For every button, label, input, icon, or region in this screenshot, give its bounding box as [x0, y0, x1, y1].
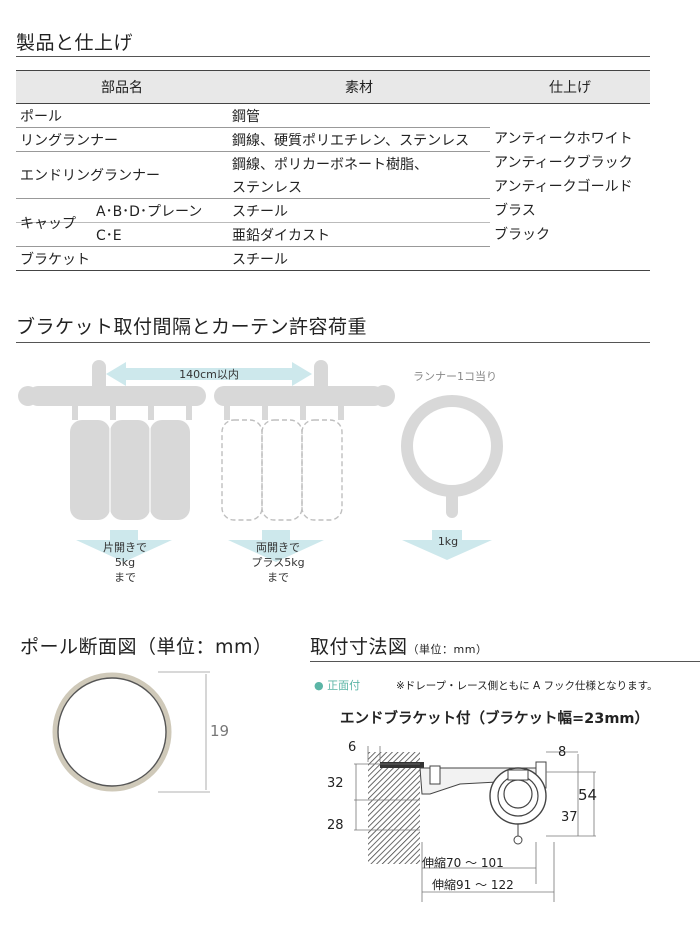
pole-section-title: ポール断面図（単位：mm） [20, 636, 273, 658]
wall-shape [368, 752, 420, 864]
row-cap-sub-2: C･E [16, 222, 228, 247]
dim-54: 54 [578, 786, 598, 804]
spacing-arrow-icon [106, 362, 312, 386]
dashed-curtain-hooks [224, 404, 344, 420]
double-load-line: まで [267, 571, 289, 584]
row-ring-material: 鋼線、硬質ポリエチレン、ステンレス [228, 127, 490, 152]
bracket-title: ブラケット取付間隔とカーテン許容荷重 [16, 316, 368, 338]
finish-list: アンティークホワイト アンティークブラック アンティークゴールド ブラス ブラッ… [490, 103, 650, 271]
pole-circle [503, 779, 533, 809]
mount-unit: （単位：mm） [407, 643, 488, 656]
title-rule [310, 661, 700, 662]
title-rule [16, 342, 650, 343]
products-title: 製品と仕上げ [16, 32, 134, 54]
header-finish: 仕上げ [490, 70, 650, 104]
dim-32: 32 [327, 776, 344, 791]
dashed-curtain-shape [221, 419, 343, 521]
header-material: 素材 [228, 70, 490, 104]
single-open-load: 片開きで 5kg まで [92, 540, 158, 585]
single-load-line: まで [114, 571, 136, 584]
solid-curtain-shape [70, 404, 192, 520]
header-part: 部品名 [16, 70, 228, 104]
row-endring-material-2: ステンレス [232, 179, 302, 196]
double-load-line: 両開きで [256, 541, 300, 554]
finish-item: ブラス [494, 203, 536, 219]
pole-diameter: 19 [210, 722, 230, 740]
finish-item: アンティークホワイト [494, 131, 633, 147]
finish-item: アンティークブラック [494, 155, 633, 171]
front-mount-label: ● 正面付 [314, 677, 360, 693]
dim-ext-2: 伸縮91 ～ 122 [432, 878, 514, 892]
ring-runner-shape [401, 395, 503, 497]
row-cap-sub-1: A･B･D･プレーン [96, 204, 203, 220]
double-open-load: 両開きで プラス5kg まで [240, 540, 316, 585]
row-pole-material: 鋼管 [232, 108, 260, 125]
pole-outer-ring [52, 672, 172, 792]
runner-load: 1kg [437, 535, 459, 548]
spec-table: 部品名 素材 仕上げ ポール 鋼管 アンティークホワイト アンティークブラック … [16, 70, 650, 271]
row-cap-part: キャップ [20, 216, 76, 232]
load-diagram: 140cm以内 ランナー1コ当り [18, 360, 503, 562]
single-load-line: 5kg [114, 556, 136, 569]
mount-dimension-diagram [354, 746, 596, 902]
row-cap-material-1: スチール [228, 198, 490, 223]
row-endring-part: エンドリングランナー [16, 151, 228, 199]
hook-note: ※ドレープ・レース側ともに A フック仕様となります。 [396, 680, 658, 692]
row-cap-part-1: キャップ A･B･D･プレーン [16, 198, 228, 232]
row-ring-part: リングランナー [16, 127, 228, 152]
pole-section-diagram [52, 671, 210, 793]
single-load-line: 片開きで [103, 541, 147, 554]
load-arrow-icon [76, 530, 492, 562]
dim-8: 8 [558, 745, 567, 760]
finish-item: アンティークゴールド [494, 179, 633, 195]
runner-label: ランナー1コ当り [413, 369, 497, 383]
title-rule [16, 56, 650, 57]
row-cap-material-2: 亜鉛ダイカスト [228, 222, 490, 247]
pole-shape [18, 360, 395, 407]
pole-inner-ring [57, 677, 167, 787]
row-endring-material-1: 鋼線、ポリカーボネート樹脂、 [228, 151, 490, 175]
dim-28: 28 [327, 818, 344, 833]
double-load-line: プラス5kg [251, 556, 305, 569]
ring-runner-stem [446, 488, 458, 512]
row-bracket-part: ブラケット [16, 246, 228, 271]
spacing-label: 140cm以内 [179, 367, 239, 381]
mount-title: 取付寸法図（単位：mm） [310, 632, 487, 659]
finish-item: ブラック [494, 227, 550, 243]
dim-37: 37 [561, 810, 578, 825]
mount-subtitle: エンドブラケット付（ブラケット幅=23mm） [340, 711, 650, 727]
dim-6: 6 [348, 740, 357, 755]
row-pole-part: ポール [20, 108, 62, 125]
dim-ext-1: 伸縮70 ～ 101 [422, 856, 504, 870]
mount-title-text: 取付寸法図 [310, 636, 408, 658]
row-bracket-material: スチール [228, 246, 490, 271]
front-dot-icon: ● [314, 679, 324, 692]
front-label-text: 正面付 [327, 679, 361, 692]
